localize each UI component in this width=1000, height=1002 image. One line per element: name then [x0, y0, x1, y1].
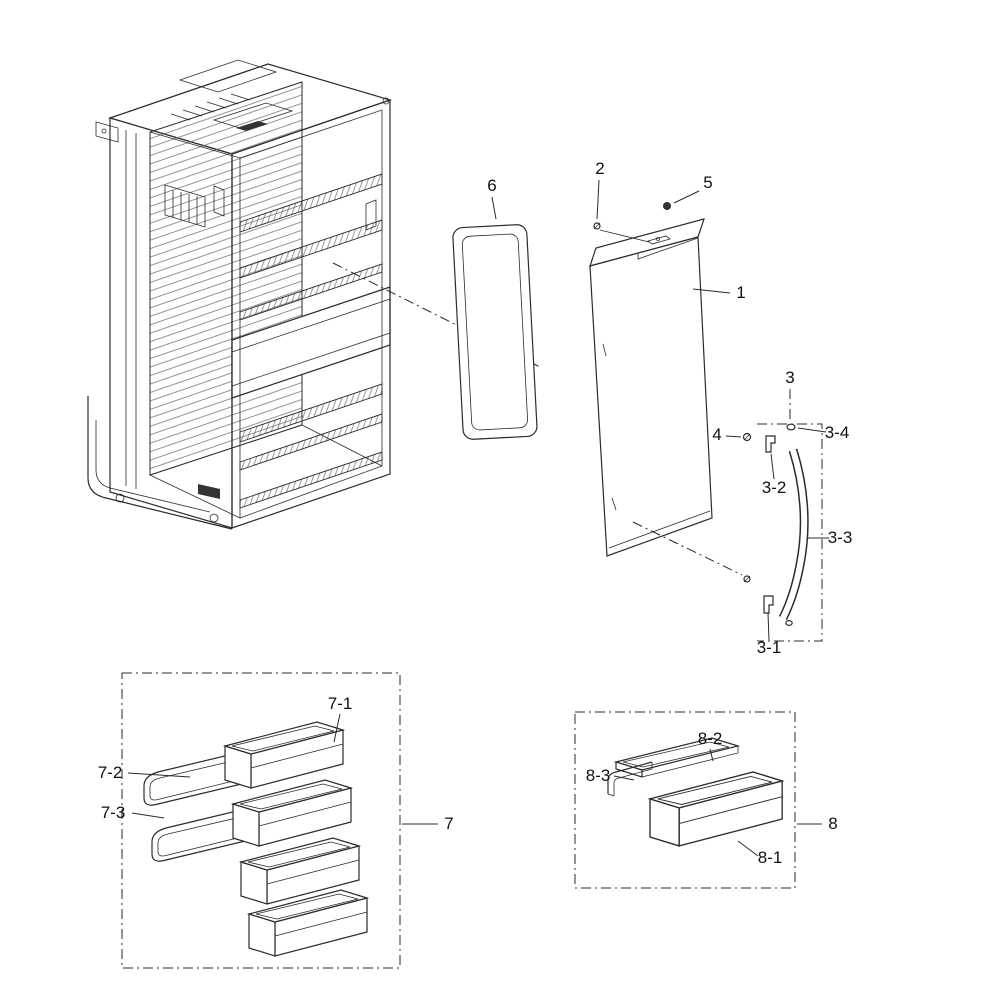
callout-8: 8: [797, 814, 838, 833]
part-label-7-3: 7-3: [101, 803, 126, 822]
grommet-part3-4: [786, 423, 796, 431]
callout-7: 7: [402, 814, 454, 833]
part-label-7: 7: [444, 814, 453, 833]
callout-7-2: 7-2: [98, 763, 191, 782]
alignment-line-gasket: [332, 262, 541, 368]
part-label-3-3: 3-3: [828, 528, 853, 547]
bin-assembly-group: [607, 737, 783, 847]
door-bin-7-1: [224, 721, 344, 789]
callout-3-3: 3-3: [807, 528, 852, 547]
callout-3-1: 3-1: [757, 612, 782, 657]
part-label-8-2: 8-2: [698, 729, 723, 748]
lower-hinge-screw: [743, 575, 751, 583]
part-label-7-1: 7-1: [328, 694, 353, 713]
top-assembly: [170, 59, 390, 131]
part-label-8-1: 8-1: [758, 848, 783, 867]
door-gasket: [452, 224, 538, 440]
group8-box: [574, 711, 796, 889]
door-plug: [663, 202, 671, 210]
callout-1: 1: [692, 283, 746, 302]
part-label-4: 4: [712, 425, 721, 444]
part-label-1: 1: [736, 283, 745, 302]
group3-bracket: [757, 423, 823, 642]
refrigerator-cabinet: [87, 59, 392, 530]
callout-2: 2: [595, 159, 605, 220]
callout-3: 3: [785, 368, 795, 421]
door-bin-group: [143, 721, 368, 957]
clip-part3-1: [763, 595, 793, 626]
group7-box: [121, 672, 401, 969]
part-label-3: 3: [785, 368, 794, 387]
part-label-2: 2: [595, 159, 604, 178]
callout-7-3: 7-3: [101, 803, 165, 822]
part-label-8: 8: [828, 814, 837, 833]
side-panel-details: [95, 121, 206, 489]
part-label-3-1: 3-1: [757, 638, 782, 657]
callout-4: 4: [712, 425, 742, 444]
part-label-3-2: 3-2: [762, 478, 787, 497]
callout-8-3: 8-3: [586, 766, 635, 785]
callout-8-2: 8-2: [698, 729, 723, 762]
clip-part3-2: [765, 435, 776, 453]
callout-6: 6: [487, 176, 497, 220]
interior-back-wall: [149, 81, 303, 476]
base-assembly: [87, 396, 233, 530]
callout-3-4: 3-4: [797, 423, 850, 442]
screw-part4: [742, 432, 752, 442]
part-label-8-3: 8-3: [586, 766, 611, 785]
part-label-5: 5: [703, 173, 712, 192]
part-label-7-2: 7-2: [98, 763, 123, 782]
hinge-screw-top: [593, 222, 601, 230]
strip-part3-3: [778, 448, 809, 621]
callout-3-2: 3-2: [762, 453, 787, 497]
callout-7-1: 7-1: [328, 694, 353, 743]
callout-5: 5: [673, 173, 713, 204]
bin-8-1: [649, 771, 783, 847]
refrigerator-door: [589, 218, 713, 557]
callout-8-1: 8-1: [737, 840, 783, 867]
part-label-6: 6: [487, 176, 496, 195]
part-label-3-4: 3-4: [825, 423, 850, 442]
door-bin: [232, 779, 352, 847]
alignment-line-lower-hinge: [632, 521, 743, 576]
